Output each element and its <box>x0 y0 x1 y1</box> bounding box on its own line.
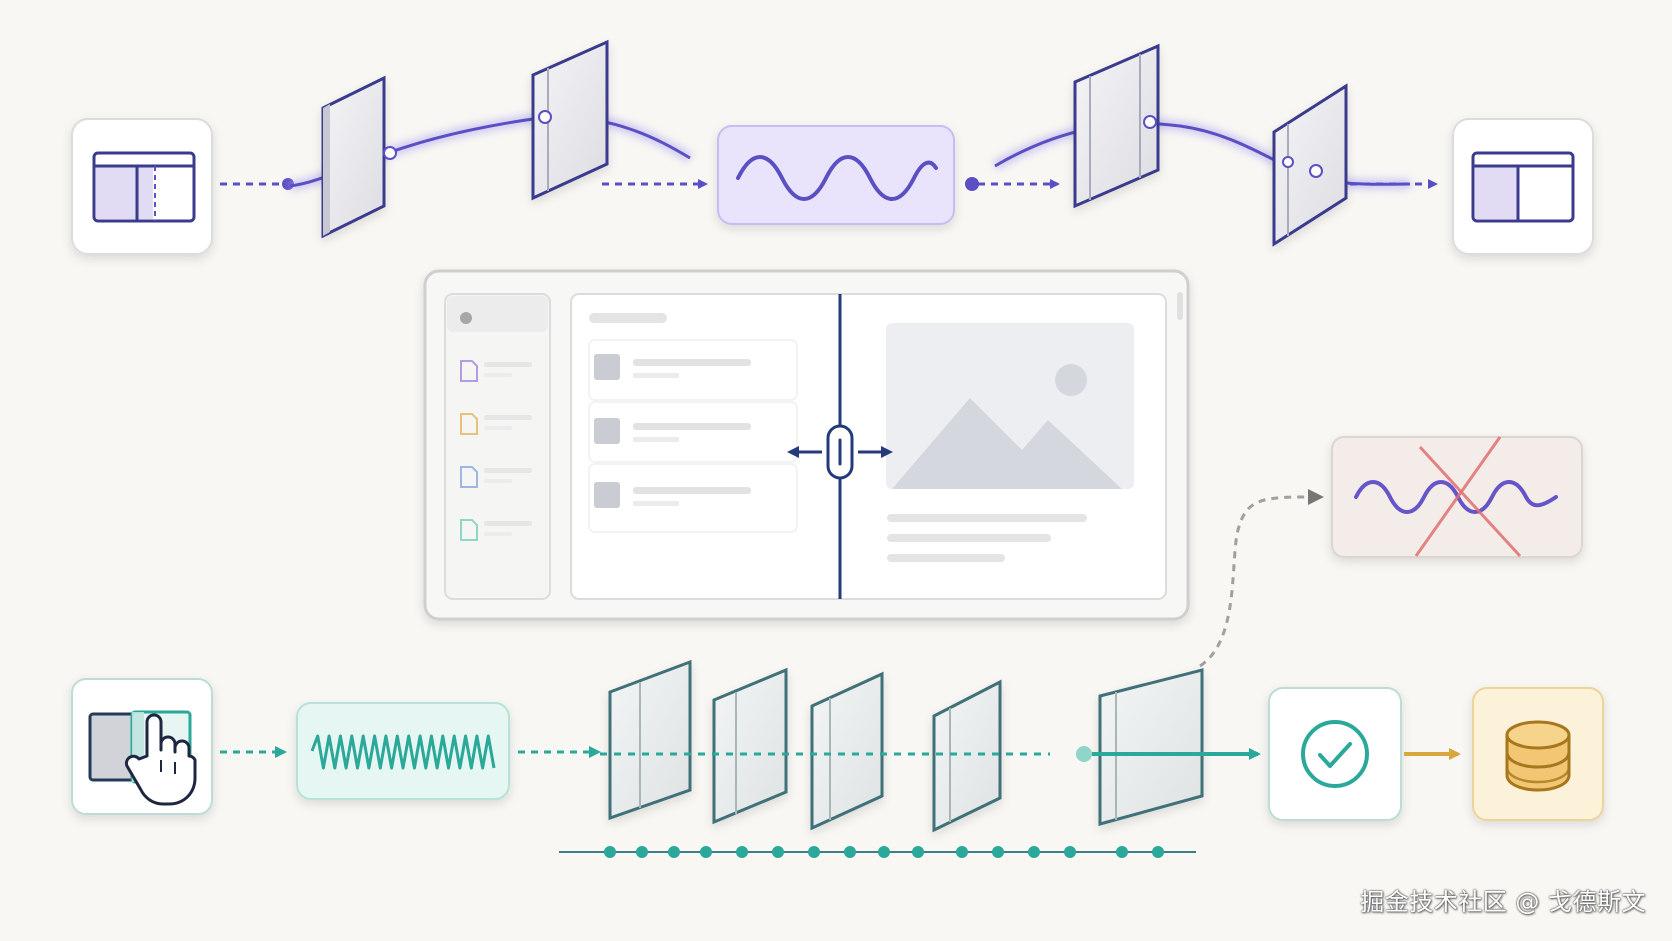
timeline-dot <box>992 846 1004 858</box>
list-pane <box>588 313 798 533</box>
drag-card <box>71 678 213 815</box>
drag-handle-icon[interactable] <box>826 424 854 480</box>
gray-branch-connector <box>1199 495 1307 668</box>
top-wave-card <box>717 125 955 225</box>
file-icon <box>460 360 532 382</box>
top-right-layout-card <box>1452 118 1594 255</box>
glass-panel-top-2 <box>531 39 609 201</box>
glass-panel-bottom-2 <box>712 667 788 825</box>
timeline-dots <box>604 846 1164 858</box>
check-card <box>1268 687 1402 821</box>
timeline-dot <box>878 846 890 858</box>
timeline-dot <box>912 846 924 858</box>
file-icon <box>460 466 532 488</box>
glass-panel-bottom-3 <box>810 671 884 831</box>
database-card <box>1472 687 1604 821</box>
timeline-dot <box>668 846 680 858</box>
file-icon <box>460 519 532 541</box>
glass-panel-top-1 <box>321 75 397 239</box>
glass-panel-bottom-1 <box>608 659 692 821</box>
split-layout-icon <box>92 151 196 223</box>
timeline-dot <box>700 846 712 858</box>
timeline-dot <box>1028 846 1040 858</box>
file-icon <box>460 413 532 435</box>
hand-cursor-icon <box>124 713 197 806</box>
top-left-layout-card <box>71 118 213 255</box>
timeline-dot <box>636 846 648 858</box>
window-sidebar <box>444 293 551 600</box>
sine-wave-icon <box>736 155 938 201</box>
glass-panel-bottom-5 <box>1098 668 1204 826</box>
timeline-dot <box>1116 846 1128 858</box>
timeline-dot <box>956 846 968 858</box>
detail-pane <box>886 323 1134 562</box>
watermark: 掘金技术社区 @ 戈德斯文 <box>1360 888 1646 916</box>
split-layout-icon <box>1471 151 1575 223</box>
glass-panel-top-4 <box>1272 83 1348 247</box>
cross-icon <box>1418 445 1522 558</box>
high-frequency-wave-icon <box>310 734 496 770</box>
glass-panel-top-3 <box>1073 43 1160 209</box>
high-frequency-wave-card <box>296 702 510 800</box>
timeline-dot <box>844 846 856 858</box>
timeline-dot <box>604 846 616 858</box>
timeline-dot <box>808 846 820 858</box>
glass-panel-bottom-4 <box>932 679 1002 833</box>
timeline-dot <box>1152 846 1164 858</box>
timeline-dot <box>772 846 784 858</box>
check-circle-icon <box>1301 720 1369 788</box>
timeline-dot <box>1064 846 1076 858</box>
database-icon <box>1505 720 1571 792</box>
timeline-dot <box>736 846 748 858</box>
cross-icon <box>1414 436 1502 557</box>
center-split-pane-window <box>423 269 1190 621</box>
cancelled-wave-card <box>1331 436 1583 558</box>
